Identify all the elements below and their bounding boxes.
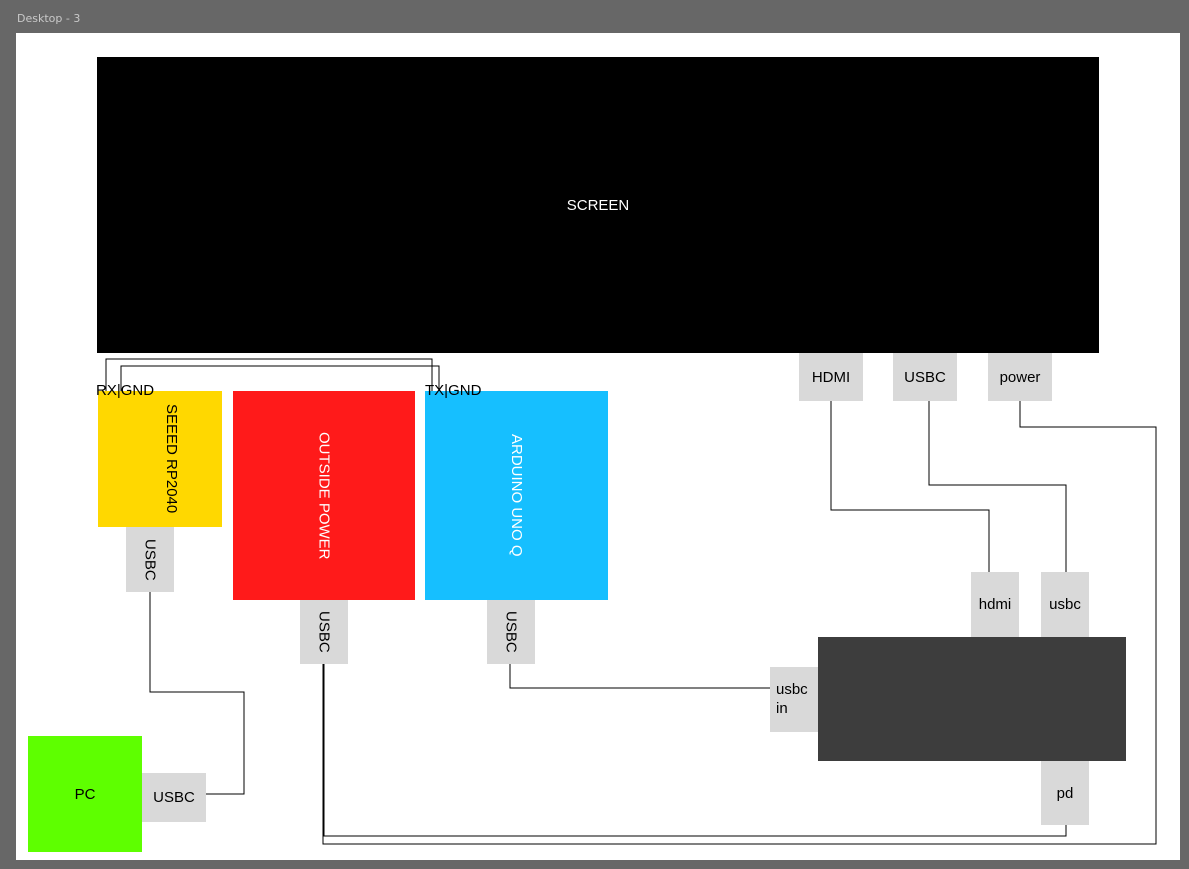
seeed-label: SEEED RP2040	[163, 404, 180, 514]
arduino-label: ARDUINO UNO Q	[508, 434, 525, 557]
outside-power-usbc-port: USBC	[300, 600, 348, 664]
screen-power-label: power	[999, 368, 1041, 386]
outside-power-label: OUTSIDE POWER	[315, 431, 333, 560]
wires	[105, 358, 1157, 845]
arduino-pins-label: TX|GND	[425, 382, 482, 399]
hub-usbc-in-label-1: usbc	[776, 680, 808, 698]
screen: SCREEN	[97, 57, 1099, 353]
seeed-pins-label: RX|GND	[96, 382, 155, 399]
hub	[818, 637, 1126, 761]
hub-usbc-port: usbc	[1041, 572, 1089, 637]
screen-usbc-label: USBC	[904, 368, 946, 386]
screen-usbc-port: USBC	[893, 353, 957, 401]
wire-usbc	[928, 401, 1067, 572]
arduino-usbc-label: USBC	[502, 611, 520, 653]
arduino-uno-q: ARDUINO UNO Q	[425, 391, 608, 600]
pc: PC	[28, 736, 142, 852]
hub-hdmi-label: hdmi	[978, 596, 1012, 613]
wire-power-pd	[323, 664, 1067, 837]
wire-hdmi	[830, 401, 990, 572]
hub-hdmi-port: hdmi	[971, 572, 1019, 637]
outside-power-usbc-label: USBC	[315, 611, 333, 653]
pc-label: PC	[74, 785, 96, 803]
seeed-rp2040: SEEED RP2040	[98, 391, 222, 527]
wire-screen-power	[322, 401, 1157, 845]
wire-seeed-pc	[149, 592, 245, 795]
screen-label: SCREEN	[566, 196, 630, 214]
arduino-usbc-port: USBC	[487, 600, 535, 664]
hub-usbc-in-port: usbc in	[770, 667, 818, 732]
wire-gnd-gnd	[120, 365, 440, 391]
seeed-usbc-label: USBC	[141, 538, 159, 581]
screen-hdmi-port: HDMI	[799, 353, 863, 401]
seeed-usbc-port: USBC	[126, 527, 174, 592]
outside-power: OUTSIDE POWER	[233, 391, 415, 600]
hub-usbc-in-label-2: in	[776, 699, 788, 717]
hub-pd-port: pd	[1041, 761, 1089, 825]
hub-pd-label: pd	[1056, 784, 1074, 802]
wire-rx-tx	[105, 358, 433, 391]
pc-usbc-port: USBC	[142, 773, 206, 822]
screen-power-port: power	[988, 353, 1052, 401]
diagram-canvas: SCREEN HDMI USBC power SEEED RP2040 RX|G…	[16, 33, 1180, 860]
pc-usbc-label: USBC	[153, 789, 195, 806]
screen-hdmi-label: HDMI	[811, 368, 851, 386]
hub-usbc-label: usbc	[1049, 596, 1081, 613]
frame-title: Desktop - 3	[17, 12, 81, 25]
wire-arduino-hub	[509, 664, 770, 689]
